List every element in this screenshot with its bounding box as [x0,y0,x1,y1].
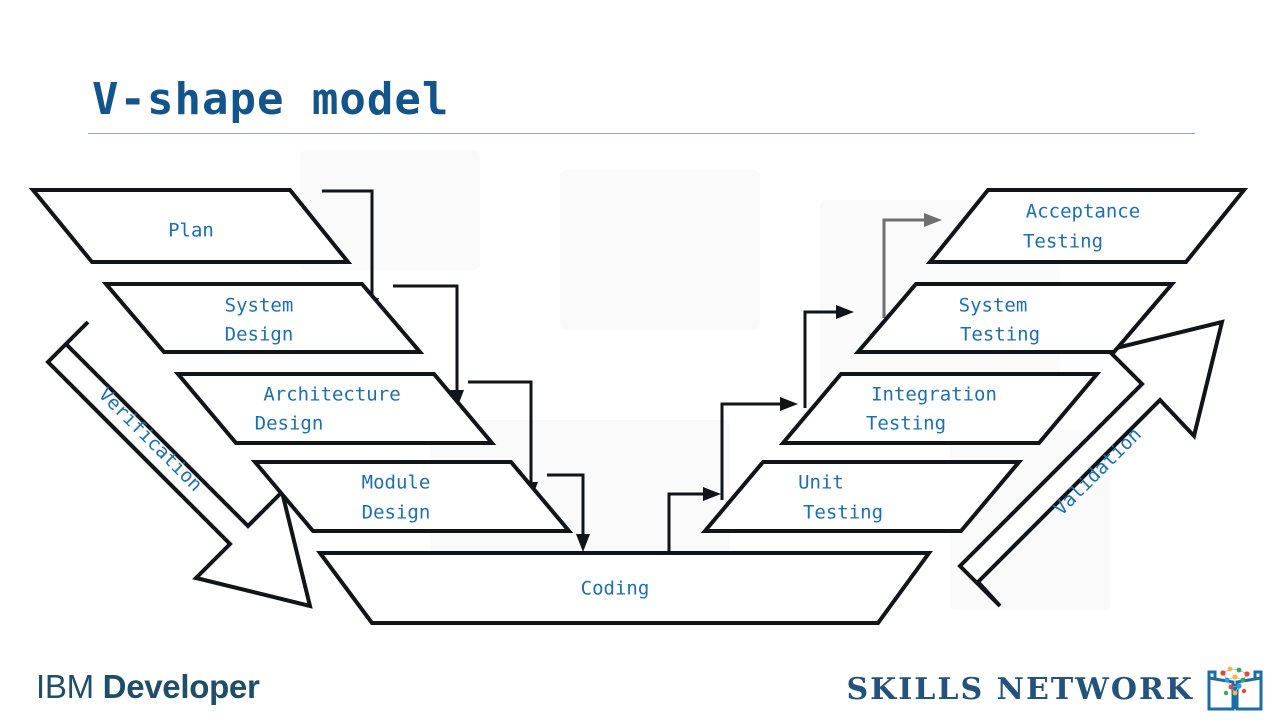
connector-system-testing-to-acceptance-testing [882,213,942,318]
node-plan: Plan [28,188,353,264]
node-unit-testing-label-line1: Unit [798,472,844,494]
node-system-design-label-line2: Design [225,324,294,346]
title-divider [88,133,1195,134]
node-unit-testing-label-line2: Testing [803,502,883,524]
skills-network-wordmark: SKILLS NETWORK [846,671,1194,707]
node-acceptance-testing: Acceptance Testing [925,188,1249,264]
connector-unit-testing-to-integration-testing [720,397,798,500]
ibm-wordmark: IBM [36,668,94,705]
node-integration-testing: Integration Testing [778,372,1102,445]
node-module-design: Module Design [250,460,574,533]
node-architecture-design-label-line2: Design [255,413,324,435]
page-title: V-shape model [92,74,450,125]
node-system-testing-label-line2: Testing [960,324,1040,346]
ibm-developer-logo: IBM Developer [36,668,260,706]
node-coding-label: Coding [581,578,650,600]
connector-coding-to-unit-testing [667,487,721,553]
node-module-design-label-line1: Module [362,472,431,494]
open-book-icon [1207,666,1263,711]
node-acceptance-testing-label-line1: Acceptance [1026,201,1140,223]
node-acceptance-testing-label-line2: Testing [1023,231,1103,253]
node-system-testing-label-line1: System [959,295,1028,317]
node-integration-testing-label-line2: Testing [866,413,946,435]
node-system-design: System Design [101,282,425,354]
node-plan-label: Plan [168,220,214,242]
node-architecture-design-label-line1: Architecture [263,384,400,406]
background-watermark [560,170,760,330]
node-integration-testing-label-line1: Integration [871,384,997,406]
verification-arrow-label: Verification [94,383,207,496]
v-model-diagram: Verification Validation [28,188,1249,625]
developer-wordmark: Developer [102,668,260,705]
node-coding: Coding [316,551,933,625]
connector-integration-testing-to-system-testing [803,305,854,408]
verification-arrow [45,320,313,609]
validation-arrow [957,319,1225,608]
node-system-design-label-line1: System [225,295,294,317]
node-module-design-label-line2: Design [362,502,431,524]
skills-network-logo: SKILLS NETWORK [846,664,1264,714]
node-architecture-design: Architecture Design [173,372,497,445]
node-unit-testing: Unit Testing [700,460,1024,533]
node-system-testing: System Testing [853,282,1177,354]
connector-module-design-to-coding [547,473,590,552]
